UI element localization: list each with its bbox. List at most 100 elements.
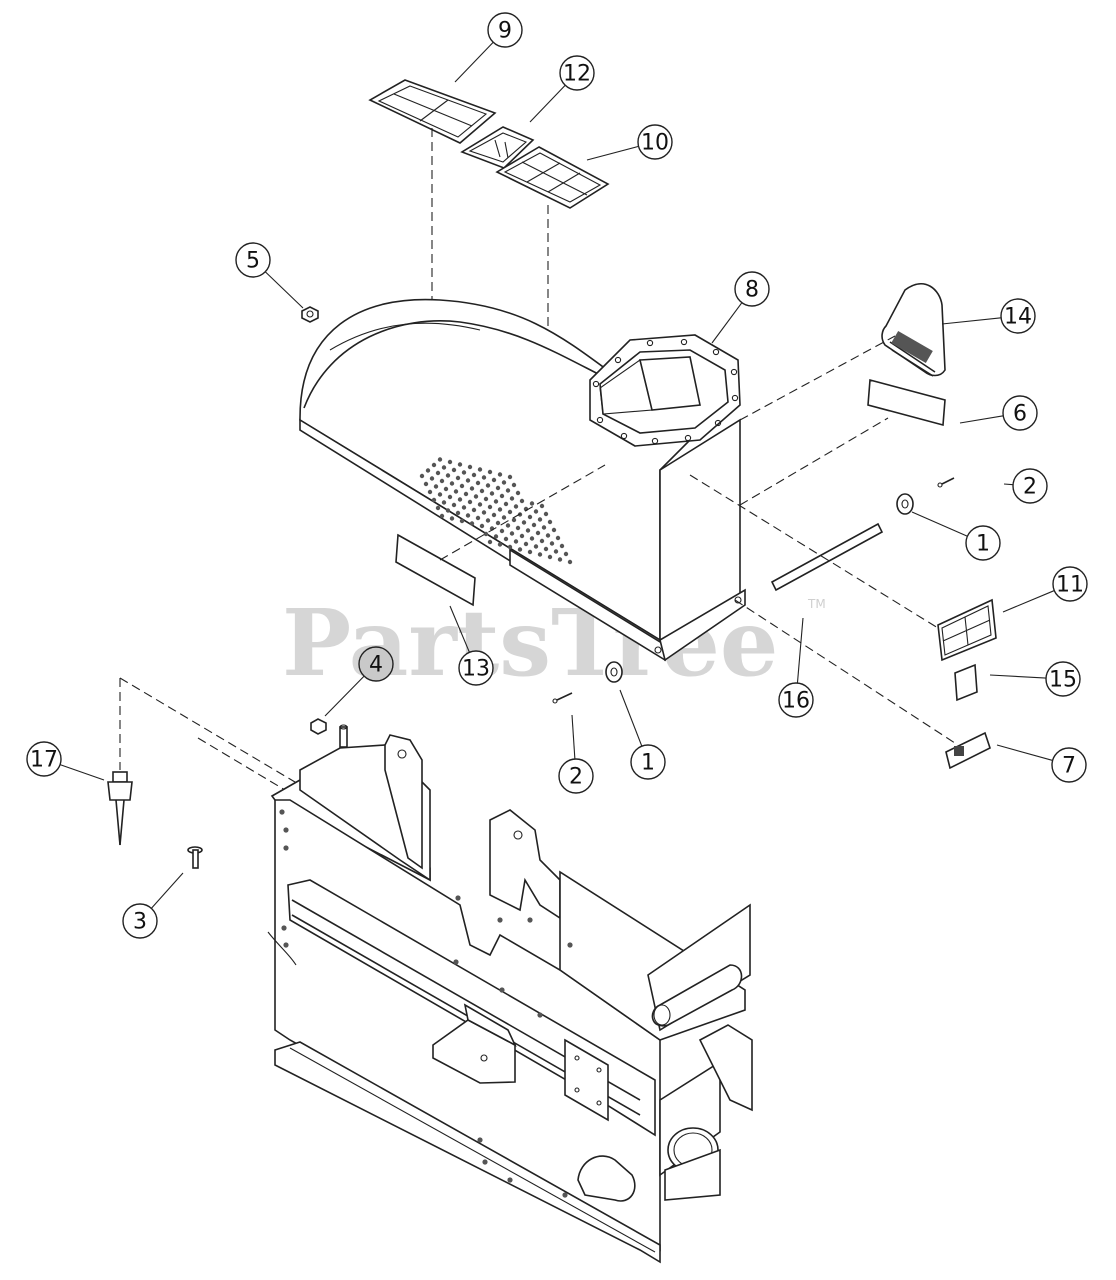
perforation-hole	[491, 512, 497, 518]
perforation-hole	[427, 489, 433, 495]
callout-7[interactable]: 7	[996, 744, 1087, 783]
perforation-hole	[523, 541, 529, 547]
flange-hole	[684, 434, 692, 442]
callout-label: 7	[1062, 754, 1076, 779]
perforation-hole	[525, 528, 531, 533]
perforation-hole	[513, 504, 519, 509]
callout-circle	[637, 124, 673, 160]
perforation-hole	[499, 528, 505, 534]
perforation-hole	[501, 515, 507, 520]
part-13-decal[interactable]	[395, 533, 476, 607]
flange-hole	[596, 416, 604, 424]
perforation-hole	[517, 547, 523, 552]
callout-16[interactable]: 16	[778, 617, 814, 718]
callout-1[interactable]: 1	[911, 511, 1001, 561]
callout-2[interactable]: 2	[1003, 468, 1048, 504]
part-2-pin[interactable]	[552, 692, 573, 704]
leader-dash	[734, 599, 959, 746]
perforation-hole	[451, 502, 457, 508]
callout-leader	[449, 605, 470, 653]
part-12-label[interactable]	[460, 126, 535, 169]
callout-circle	[358, 646, 394, 682]
part-1-washer[interactable]	[896, 493, 914, 515]
part-10-decal[interactable]	[495, 146, 610, 209]
callout-12[interactable]: 12	[529, 55, 595, 123]
perforation-hole	[471, 472, 477, 478]
callout-label: 16	[782, 689, 810, 714]
perforation-hole	[439, 513, 445, 519]
part-11-decal[interactable]	[937, 598, 997, 662]
perforation-hole	[493, 534, 499, 539]
callout-8[interactable]: 8	[711, 271, 770, 344]
perforation-hole	[433, 484, 439, 489]
perforation-hole	[481, 475, 487, 480]
callout-label: 13	[462, 657, 490, 682]
part-14-decal[interactable]	[881, 283, 946, 377]
callout-2[interactable]: 2	[558, 714, 594, 794]
callout-3[interactable]: 3	[122, 872, 184, 939]
perforation-hole	[435, 470, 441, 476]
perforation-hole	[461, 470, 467, 475]
part-16-rod[interactable]	[770, 522, 884, 592]
frame-hole	[507, 1177, 513, 1183]
frame-hole	[562, 1192, 568, 1198]
frame-hole	[279, 809, 285, 815]
perforation-hole	[499, 493, 505, 499]
leader-dash	[689, 474, 939, 629]
callout-circle	[1012, 468, 1048, 504]
perforation-hole	[539, 503, 545, 509]
callout-circle	[965, 525, 1001, 561]
callout-14[interactable]: 14	[941, 298, 1036, 334]
perforation-hole	[533, 509, 539, 514]
callout-1[interactable]: 1	[619, 689, 666, 780]
flange-hole	[714, 419, 722, 427]
callout-9[interactable]: 9	[454, 12, 523, 83]
callout-leader	[264, 271, 304, 309]
perforation-hole	[453, 489, 459, 494]
part-7-label[interactable]	[945, 731, 991, 770]
callout-15[interactable]: 15	[989, 661, 1081, 697]
callout-13[interactable]: 13	[449, 605, 494, 686]
part-4-nut[interactable]	[310, 718, 327, 735]
perforation-hole	[467, 464, 473, 470]
perforation-hole	[449, 481, 455, 486]
flange-hole	[614, 356, 622, 364]
perforation-hole	[477, 502, 483, 507]
perforation-hole	[449, 516, 455, 521]
callout-6[interactable]: 6	[959, 395, 1038, 431]
frame-hole	[527, 917, 533, 923]
part-2-pin[interactable]	[937, 477, 955, 488]
part-8-hood[interactable]	[299, 298, 746, 662]
frame-hole	[283, 827, 289, 833]
callout-leader	[59, 764, 105, 781]
callout-5[interactable]: 5	[235, 242, 304, 309]
callout-circle	[1045, 661, 1081, 697]
part-1-washer[interactable]	[605, 661, 623, 683]
flange-hole	[712, 348, 720, 356]
callout-17[interactable]: 17	[26, 741, 105, 781]
part-6-decal[interactable]	[867, 378, 946, 427]
perforation-hole	[487, 469, 493, 475]
part-3-bolt[interactable]	[187, 846, 203, 869]
part-17-sensor[interactable]	[107, 677, 301, 846]
perforation-hole	[519, 498, 525, 504]
perforation-hole	[441, 465, 447, 470]
perforation-hole	[457, 462, 463, 467]
perforation-hole	[507, 509, 513, 515]
frame-hole	[482, 1159, 488, 1165]
part-9-decal[interactable]	[368, 79, 497, 144]
callout-4[interactable]: 4	[324, 646, 394, 717]
callout-11[interactable]: 11	[1002, 566, 1088, 613]
callout-circle	[558, 758, 594, 794]
callout-label: 2	[569, 765, 583, 790]
frame-hole	[453, 959, 459, 965]
part-15-decal[interactable]	[954, 663, 978, 702]
callout-label: 17	[30, 748, 58, 773]
callout-leader	[941, 317, 1002, 325]
leader-dash	[439, 464, 606, 561]
callout-10[interactable]: 10	[586, 124, 673, 161]
part-5-nut[interactable]	[301, 306, 319, 323]
perforation-hole	[511, 482, 517, 488]
flange-hole	[731, 394, 739, 402]
